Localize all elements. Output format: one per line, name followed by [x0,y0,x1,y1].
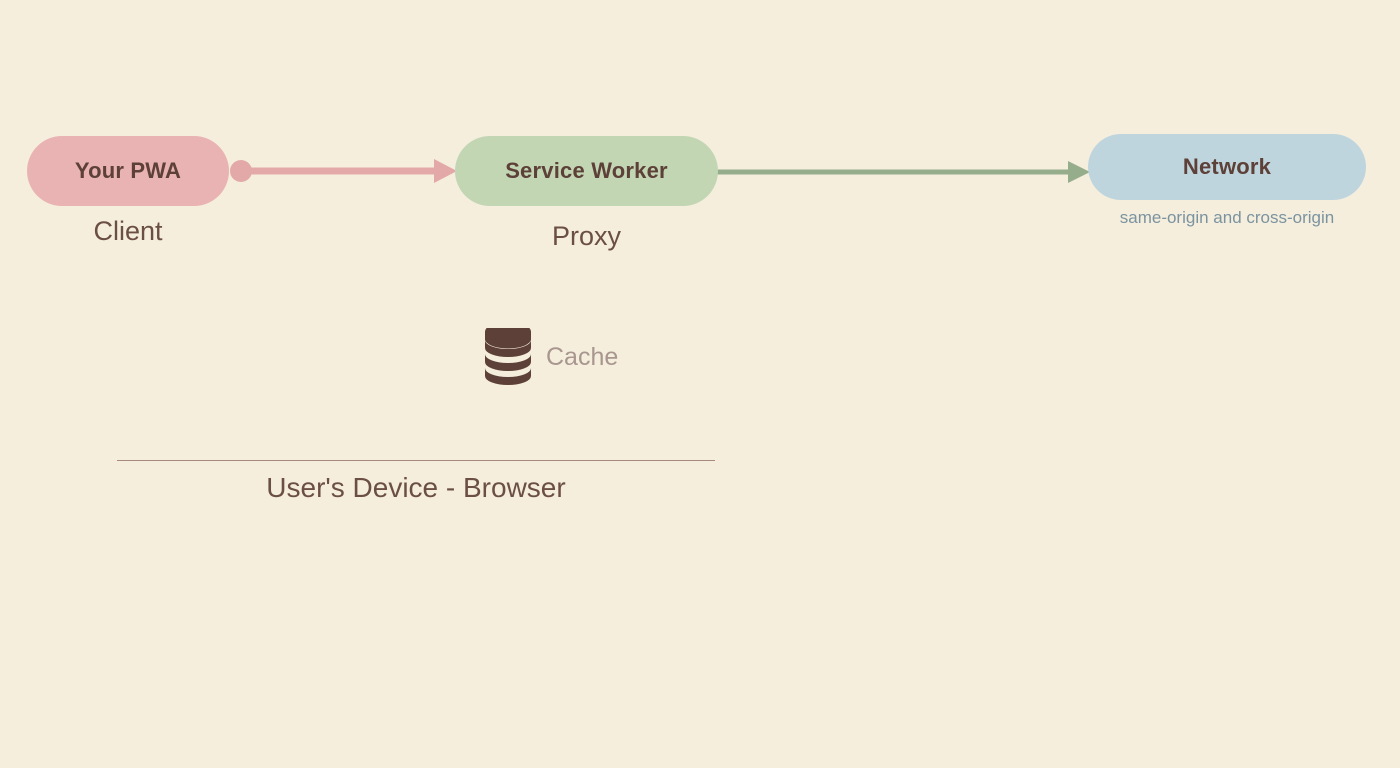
device-boundary-label: User's Device - Browser [266,472,566,503]
connector-pwa-to-service-worker [230,159,457,183]
node-service-worker-caption: Proxy [551,221,622,251]
device-boundary-divider [117,460,715,461]
cache-storage-group[interactable]: Cache [484,328,618,386]
node-your-pwa[interactable]: Your PWA [27,136,229,206]
node-service-worker[interactable]: Service Worker [455,136,718,206]
database-icon [485,328,531,385]
node-network-caption: same-origin and cross-origin [1119,208,1335,227]
arrowhead-icon [1068,161,1090,183]
cache-label: Cache [546,342,619,371]
connector-service-worker-to-network [716,161,1090,183]
node-service-worker-label: Service Worker [505,158,668,183]
node-your-pwa-caption: Client [93,216,163,246]
node-network-label: Network [1182,154,1272,179]
node-network[interactable]: Network [1088,134,1366,200]
connector-start-dot [230,160,252,182]
arrowhead-icon [434,159,457,183]
node-your-pwa-label: Your PWA [74,158,182,183]
